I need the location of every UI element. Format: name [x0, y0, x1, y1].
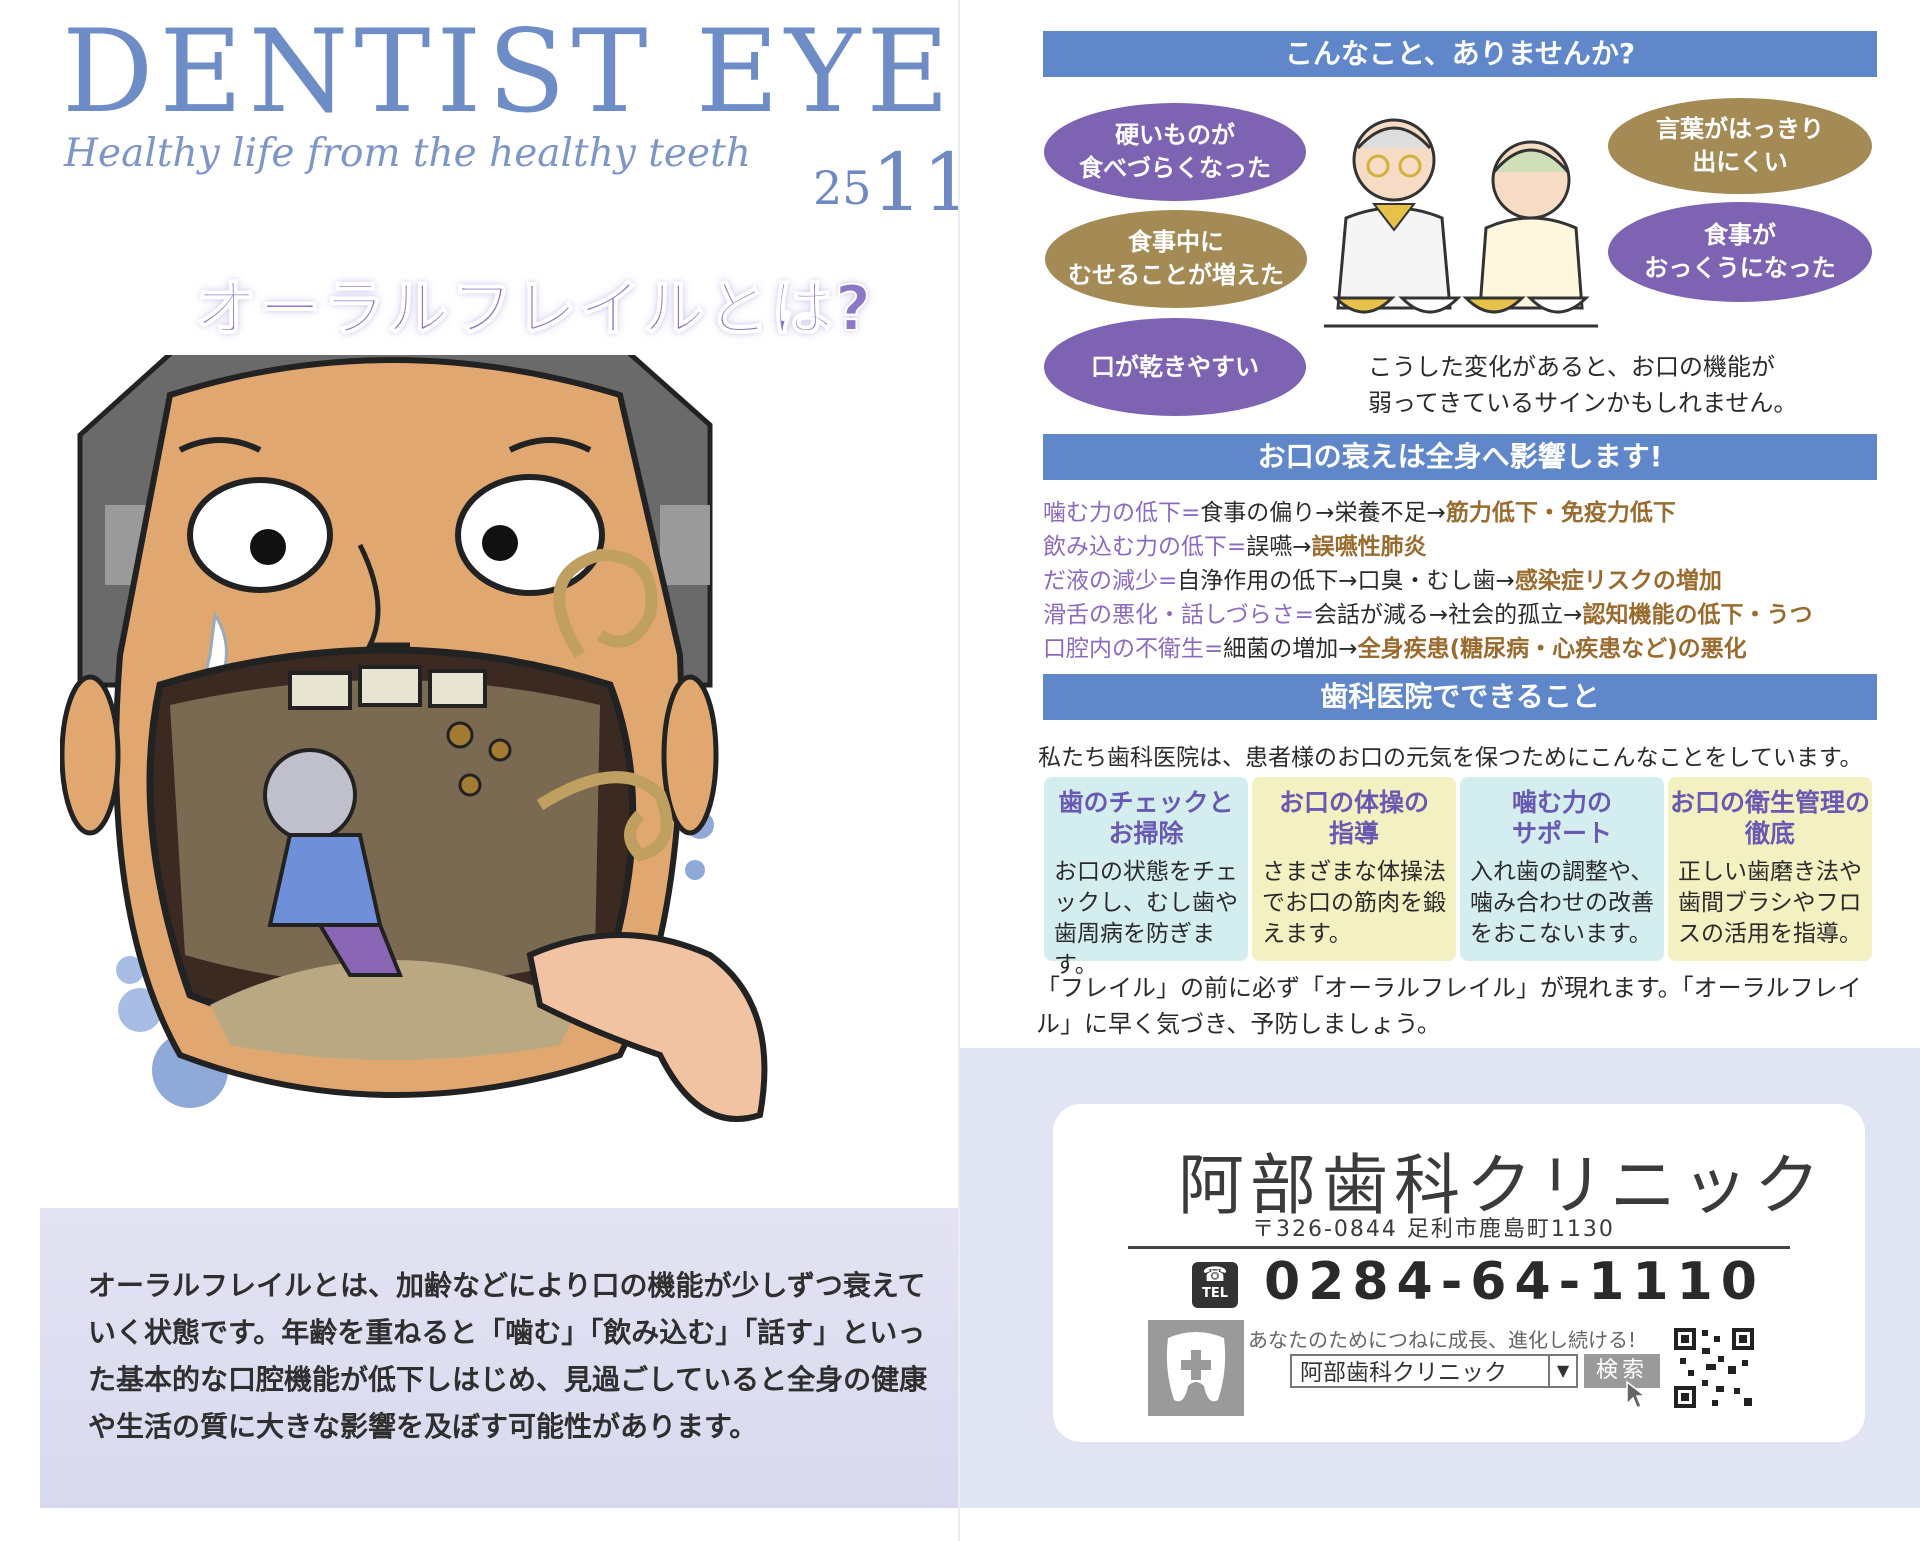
service-heading: 噛む力の サポート [1511, 788, 1612, 848]
issue-number: 2511 [813, 136, 960, 229]
cursor-icon [1626, 1380, 1647, 1410]
effect-result: 感染症リスクの増加 [1514, 568, 1722, 594]
service-heading: お口の衛生管理の 徹底 [1669, 788, 1870, 848]
service-body: さまざまな体操法でお口の筋肉を鍛えます。 [1262, 859, 1446, 947]
symptom-hard-food: 硬いものが 食べづらくなった [1044, 103, 1306, 201]
symptom-speech: 言葉がはっきり 出にくい [1608, 98, 1872, 194]
effect-cause: だ液の減少= [1043, 568, 1178, 594]
service-box-hygiene: お口の衛生管理の 徹底正しい歯磨き法や歯間ブラシやフロスの活用を指導。 [1668, 777, 1872, 961]
effect-chain: 誤嚥→ [1246, 534, 1312, 560]
symptom-dry-mouth: 口が乾きやすい [1044, 318, 1306, 416]
service-heading: お口の体操の 指導 [1278, 788, 1429, 848]
sign-text-line-1: こうした変化があると、お口の機能が [1368, 353, 1776, 381]
elderly-couple-illustration [1324, 118, 1598, 328]
effect-chain: 細菌の増加→ [1223, 636, 1358, 662]
service-box-chewing: 噛む力の サポート入れ歯の調整や、噛み合わせの改善をおこないます。 [1460, 777, 1664, 961]
effects-list: 噛む力の低下=食事の偏り→栄養不足→筋力低下・免疫力低下 飲み込む力の低下=誤嚥… [1043, 496, 1812, 666]
effect-line: だ液の減少=自浄作用の低下→口臭・むし歯→感染症リスクの増加 [1043, 564, 1812, 598]
section-header-effects: お口の衰えは全身へ影響します! [1043, 434, 1877, 480]
effect-chain: 会話が減る→社会的孤立→ [1313, 602, 1583, 628]
service-heading: 歯のチェックと お掃除 [1058, 788, 1234, 848]
clinic-slogan: あなたのためにつねに成長、進化し続ける! [1248, 1328, 1637, 1352]
symptom-dry-mouth-text: 口が乾きやすい [1091, 352, 1259, 381]
feature-title: オーラルフレイルとは? [194, 271, 873, 346]
effect-line: 飲み込む力の低下=誤嚥→誤嚥性肺炎 [1043, 530, 1812, 564]
service-box-check: 歯のチェックと お掃除お口の状態をチェックし、むし歯や歯周病を防ぎます。 [1044, 777, 1248, 978]
effect-result: 筋力低下・免疫力低下 [1445, 500, 1676, 526]
effect-chain: 食事の偏り→栄養不足→ [1200, 500, 1446, 526]
effect-cause: 口腔内の不衛生= [1043, 636, 1224, 662]
symptom-choking: 食事中に むせることが増えた [1045, 210, 1307, 308]
sign-text: こうした変化があると、お口の機能が弱ってきているサインかもしれません。 [1368, 349, 1797, 421]
phone-number[interactable]: 0284-64-1110 [1264, 1252, 1765, 1312]
symptom-appetite: 食事が おっくうになった [1608, 202, 1872, 302]
effect-result: 認知機能の低下・うつ [1582, 602, 1813, 628]
dropdown-arrow-icon[interactable]: ▼ [1548, 1356, 1576, 1386]
qr-code-icon[interactable] [1672, 1326, 1756, 1410]
effect-chain: 自浄作用の低下→口臭・むし歯→ [1177, 568, 1515, 594]
closing-text: 「フレイル」の前に必ず「オーラルフレイル」が現れます。「オーラルフレイル」に早く… [1036, 974, 1862, 1038]
sign-text-line-2: 弱ってきているサインかもしれません。 [1368, 389, 1798, 417]
effect-result: 誤嚥性肺炎 [1311, 534, 1427, 560]
tel-icon-label: TEL [1201, 1286, 1229, 1301]
clinic-logo-icon [1148, 1320, 1244, 1416]
service-box-exercise: お口の体操の 指導さまざまな体操法でお口の筋肉を鍛えます。 [1252, 777, 1456, 961]
symptom-choking-text: 食事中に むせることが増えた [1068, 228, 1284, 289]
symptom-hard-food-text: 硬いものが 食べづらくなった [1079, 121, 1271, 182]
section-header-signs: こんなこと、ありませんか? [1043, 31, 1877, 77]
service-body: 正しい歯磨き法や歯間ブラシやフロスの活用を指導。 [1678, 859, 1862, 947]
issue-prefix: 25 [813, 161, 872, 215]
issue-main: 11 [871, 136, 960, 229]
search-input[interactable]: 阿部歯科クリニック ▼ [1290, 1354, 1578, 1388]
effect-line: 口腔内の不衛生=細菌の増加→全身疾患(糖尿病・心疾患など)の悪化 [1043, 632, 1812, 666]
service-body: お口の状態をチェックし、むし歯や歯周病を防ぎます。 [1054, 859, 1238, 978]
effect-cause: 飲み込む力の低下= [1043, 534, 1247, 560]
symptom-appetite-text: 食事が おっくうになった [1644, 221, 1836, 282]
clinic-address: 〒326-0844 足利市鹿島町1130 [1252, 1217, 1615, 1242]
left-page: DENTIST EYE Healthy life from the health… [40, 5, 960, 1508]
phone-icon: ☎TEL [1192, 1262, 1238, 1308]
symptom-speech-text: 言葉がはっきり 出にくい [1656, 115, 1824, 176]
effect-cause: 滑舌の悪化・話しづらさ= [1043, 602, 1314, 628]
services-intro: 私たち歯科医院は、患者様のお口の元気を保つためにこんなことをしています。 [1038, 745, 1863, 771]
search-value: 阿部歯科クリニック [1300, 1360, 1507, 1386]
open-mouth-illustration [60, 355, 768, 1122]
clinic-divider [1128, 1246, 1790, 1249]
effect-line: 噛む力の低下=食事の偏り→栄養不足→筋力低下・免疫力低下 [1043, 496, 1812, 530]
clinic-name: 阿部歯科クリニック [1178, 1147, 1826, 1224]
effect-result: 全身疾患(糖尿病・心疾患など)の悪化 [1357, 636, 1747, 662]
masthead-title: DENTIST EYE [62, 5, 956, 138]
search-button[interactable]: 検索 [1584, 1354, 1660, 1388]
effect-cause: 噛む力の低下= [1043, 500, 1201, 526]
section-header-services: 歯科医院でできること [1043, 674, 1877, 720]
effect-line: 滑舌の悪化・話しづらさ=会話が減る→社会的孤立→認知機能の低下・うつ [1043, 598, 1812, 632]
summary-text: オーラルフレイルとは、加齢などにより口の機能が少しずつ衰えていく状態です。年齢を… [88, 1269, 928, 1443]
service-body: 入れ歯の調整や、噛み合わせの改善をおこないます。 [1470, 859, 1654, 947]
masthead-tagline: Healthy life from the healthy teeth [64, 131, 751, 176]
summary-panel [40, 1208, 958, 1508]
